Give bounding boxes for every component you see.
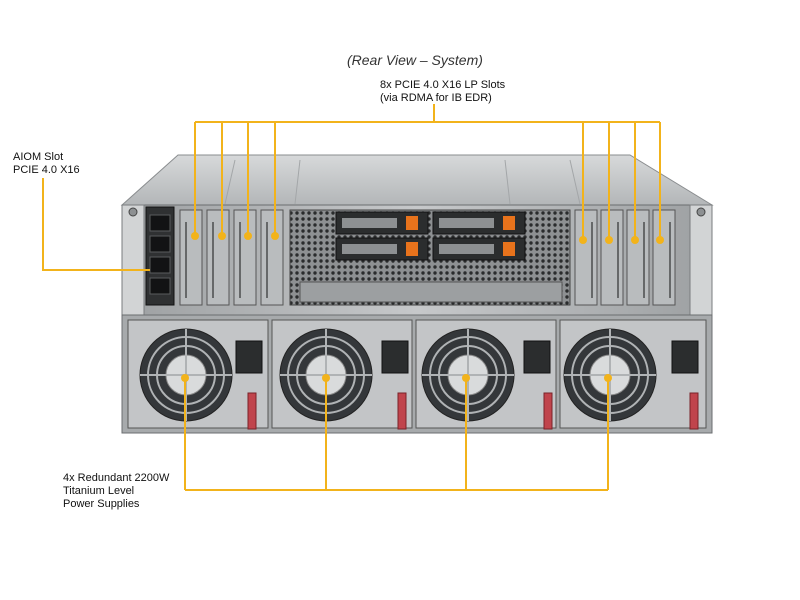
psu-2 bbox=[271, 319, 413, 430]
psu-callout-lines bbox=[184, 378, 609, 491]
drive-bay-grills bbox=[342, 218, 494, 254]
right-thumbscrew bbox=[696, 207, 706, 217]
pcie-slot-4 bbox=[260, 209, 284, 306]
diagram-caption: (Rear View – System) bbox=[347, 52, 483, 68]
pcie-slot-3 bbox=[233, 209, 257, 306]
power-supplies-label: 4x Redundant 2200W Titanium Level Power … bbox=[63, 472, 169, 511]
aiom-callout-line bbox=[42, 178, 150, 271]
left-rack-handle bbox=[121, 204, 145, 316]
psu-4 bbox=[559, 319, 707, 430]
psu-1 bbox=[127, 319, 269, 430]
aiom-ports bbox=[149, 214, 171, 295]
psu-3 bbox=[415, 319, 557, 430]
power-supplies-label-line3: Power Supplies bbox=[63, 498, 140, 510]
pcie-slot-1 bbox=[179, 209, 203, 306]
power-supplies-label-line2: Titanium Level bbox=[63, 485, 135, 497]
right-rack-handle bbox=[689, 204, 713, 316]
pcie-callout-lines bbox=[194, 104, 661, 240]
aiom-slot-label-line2: PCIE 4.0 X16 bbox=[13, 164, 80, 176]
aiom-slot-label-line1: AIOM Slot bbox=[13, 151, 64, 163]
drive-handles bbox=[406, 216, 515, 256]
chassis-top bbox=[120, 154, 714, 206]
left-thumbscrew bbox=[128, 207, 138, 217]
aiom-slot-label: AIOM Slot PCIE 4.0 X16 bbox=[13, 151, 80, 177]
power-supplies-label-line1: 4x Redundant 2200W bbox=[63, 472, 170, 484]
pcie-slots-label-line1: 8x PCIE 4.0 X16 LP Slots bbox=[380, 79, 506, 91]
callout-dots bbox=[181, 232, 664, 382]
drive-bays bbox=[335, 211, 526, 261]
chassis-top-ribs bbox=[224, 159, 581, 205]
io-strip bbox=[299, 281, 563, 303]
pcie-slots-label-line2: (via RDMA for IB EDR) bbox=[380, 92, 492, 104]
pcie-slot-2 bbox=[206, 209, 230, 306]
pcie-slots-label: 8x PCIE 4.0 X16 LP Slots (via RDMA for I… bbox=[380, 79, 505, 105]
pcie-slot-7 bbox=[626, 209, 650, 306]
pcie-slot-5 bbox=[574, 209, 598, 306]
pcie-slot-6 bbox=[600, 209, 624, 306]
pcie-slot-8 bbox=[652, 209, 676, 306]
